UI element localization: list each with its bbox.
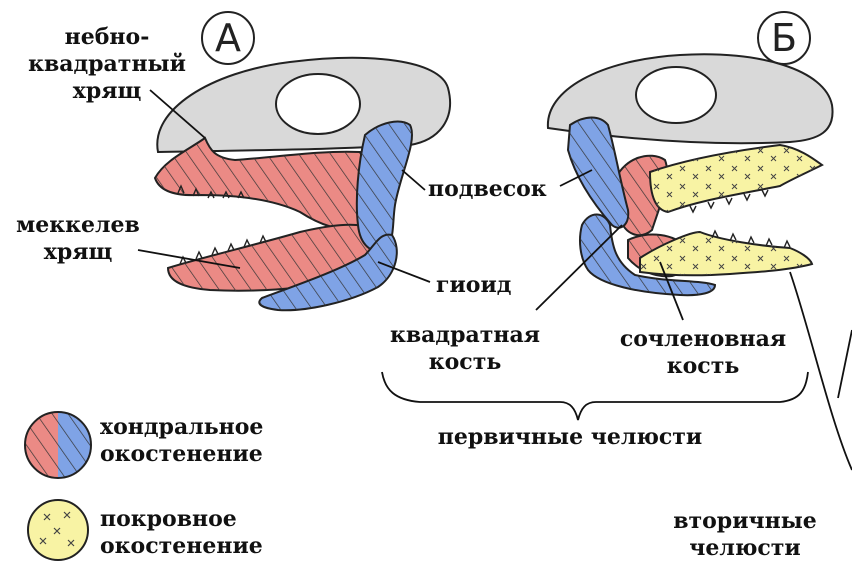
label-quadrate: квадратная кость [390,322,540,376]
label-quadrate-line1: квадратная [390,322,540,349]
label-quadrate-line2: кость [390,349,540,376]
label-articular-line1: сочленовная [610,326,796,353]
label-palatoquadrate-line2: квадратный [22,51,192,78]
label-meckel-line2: хрящ [8,239,148,266]
legend-chondral-line2: окостенение [100,441,263,468]
orbit-a [276,74,360,134]
label-hyoid: гиоид [436,272,511,299]
leader-suspensorium [402,170,425,190]
legend-chondral-swatch [25,412,91,478]
suspensorium-hyomandibula [357,122,412,252]
label-palatoquadrate-line1: небно- [22,24,192,51]
orbit-b [636,67,716,123]
label-articular-line2: кость [610,353,796,380]
legend-dermal-label: покровное окостенение [100,506,263,560]
legend-chondral-label: хондральное окостенение [100,414,263,468]
legend-dermal-swatch [28,500,88,560]
label-meckel: меккелев хрящ [8,212,148,266]
legend-dermal-line2: окостенение [100,533,263,560]
label-primary-jaws: первичные челюсти [420,424,720,451]
panel-b-letter: Б [754,18,814,58]
label-secondary-jaws: вторичные челюсти [660,508,830,562]
legend-chondral-line1: хондральное [100,414,263,441]
panel-a-letter: А [198,18,258,58]
legend-dermal-line1: покровное [100,506,263,533]
label-secondary-jaws-line2: челюсти [660,535,830,562]
label-palatoquadrate-line3: хрящ [22,78,192,105]
upper-secondary-jaw [650,145,822,212]
label-meckel-line1: меккелев [8,212,148,239]
label-suspensorium: подвесок [428,176,547,203]
leader-secondary-jaws-upper [838,330,852,398]
panel-b [382,12,852,470]
label-secondary-jaws-line1: вторичные [660,508,830,535]
label-articular: сочленовная кость [610,326,796,380]
palatoquadrate-cartilage [155,138,369,230]
label-palatoquadrate: небно- квадратный хрящ [22,24,192,105]
